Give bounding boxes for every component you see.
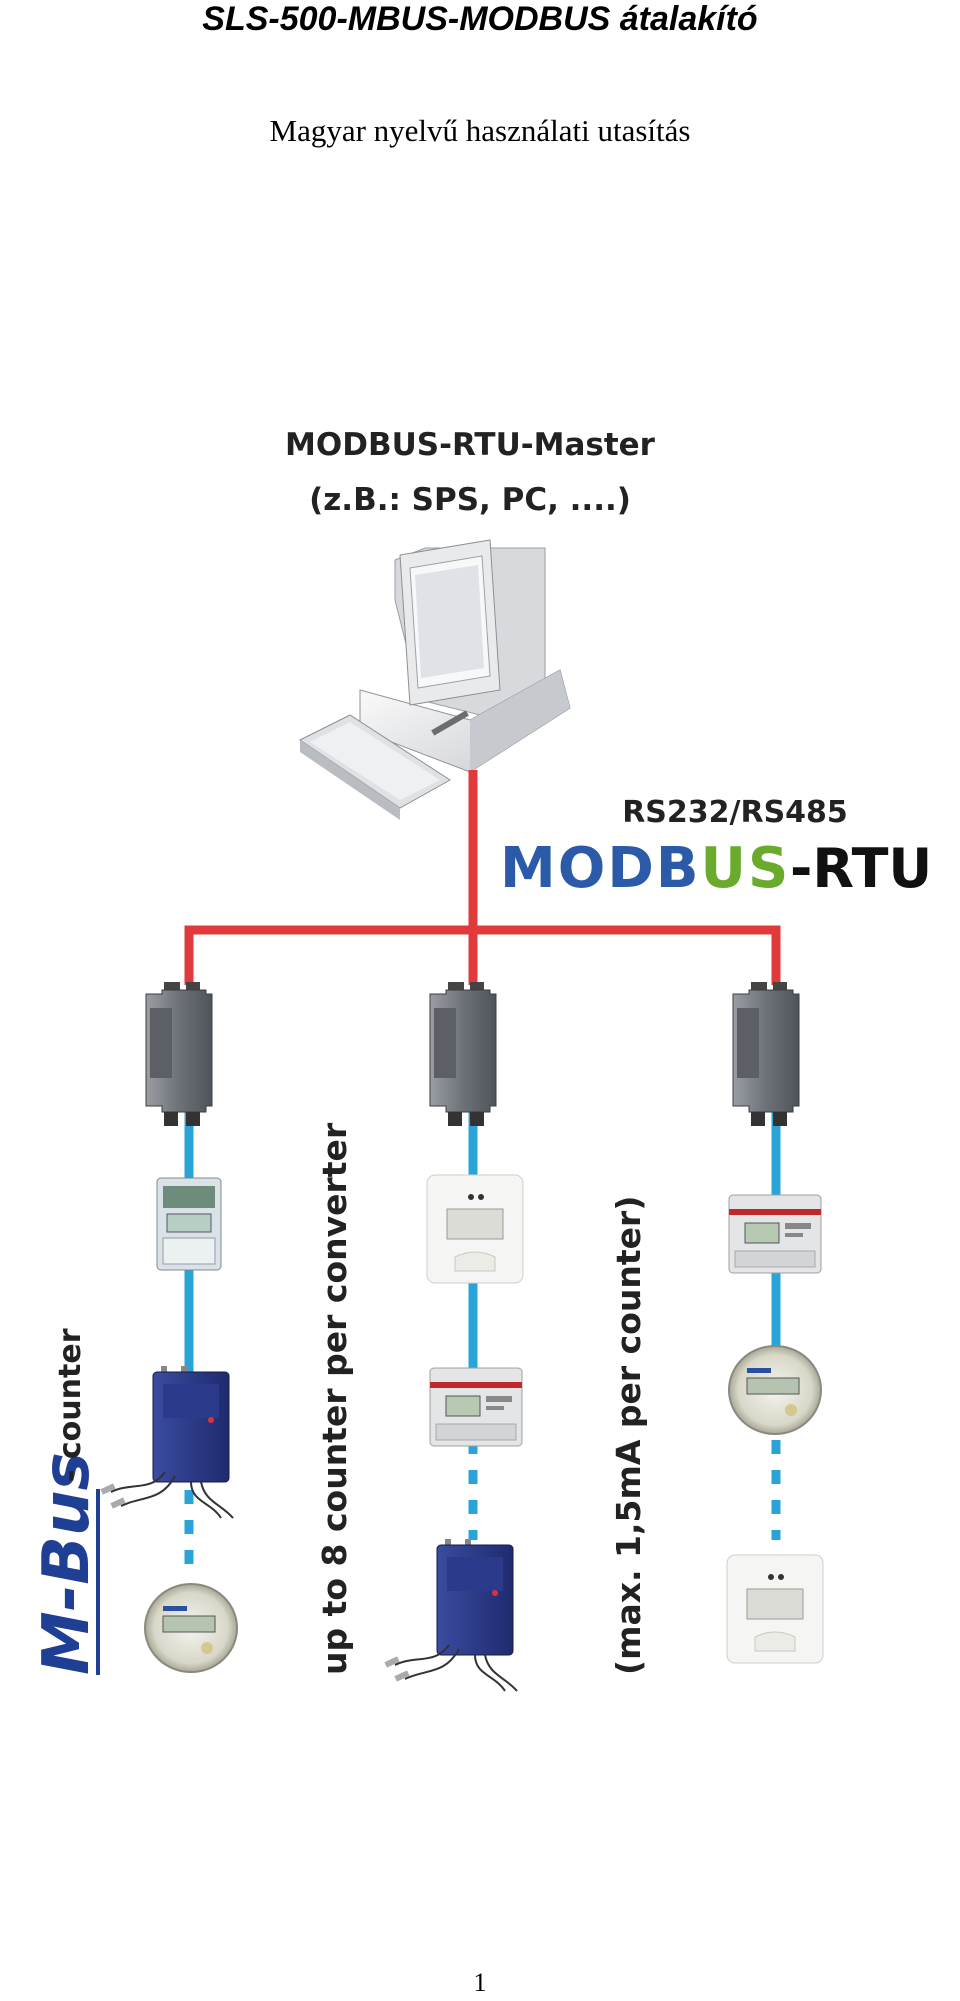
modbus-logo: MODBUS -RTU — [500, 836, 932, 901]
wall-display-device — [726, 1554, 824, 1664]
modbus-logo-letter: S — [748, 836, 790, 901]
document-title: SLS-500-MBUS-MODBUS átalakító — [202, 0, 758, 38]
round-water-meter-device — [728, 1345, 822, 1435]
mbus-modbus-converter-2 — [429, 981, 497, 1127]
modbus-logo-letter: D — [607, 836, 655, 901]
master-label: MODBUS-RTU-Master — [285, 427, 656, 463]
document-subtitle: Magyar nyelvű használati utasítás — [269, 113, 691, 148]
modbus-rtu-bus-lines — [184, 770, 781, 985]
mbus-modbus-converter-1 — [145, 981, 213, 1127]
energy-meter-device — [429, 1367, 523, 1447]
modbus-rtu-suffix: -RTU — [790, 837, 932, 900]
mbus-logo-text: M-Bus — [30, 1452, 104, 1675]
modbus-logo-letter: O — [558, 836, 608, 901]
energy-meter-device — [728, 1194, 822, 1274]
heat-meter-device — [156, 1177, 222, 1271]
current-limit-text: (max. 1,5mA per counter) — [609, 1196, 648, 1675]
page-number: 1 — [473, 1968, 487, 1997]
blue-meter-device — [99, 1365, 234, 1519]
wall-display-device — [426, 1174, 524, 1284]
computer-icon — [299, 539, 571, 820]
master-example-label: (z.B.: SPS, PC, ....) — [309, 482, 631, 518]
mbus-modbus-converter-3 — [732, 981, 800, 1127]
svg-text:MODBUS: MODBUS — [500, 836, 790, 901]
round-water-meter-device — [144, 1583, 238, 1673]
interface-label: RS232/RS485 — [622, 795, 848, 830]
mbus-counter-label: - counter — [53, 1328, 88, 1482]
blue-meter-device — [383, 1538, 518, 1692]
modbus-logo-letter: U — [701, 836, 748, 901]
counter-limit-text: up to 8 counter per converter — [315, 1122, 354, 1675]
modbus-logo-letter: M — [500, 836, 558, 901]
modbus-logo-letter: B — [656, 836, 701, 901]
mbus-logo: M-Bus — [30, 1452, 104, 1675]
